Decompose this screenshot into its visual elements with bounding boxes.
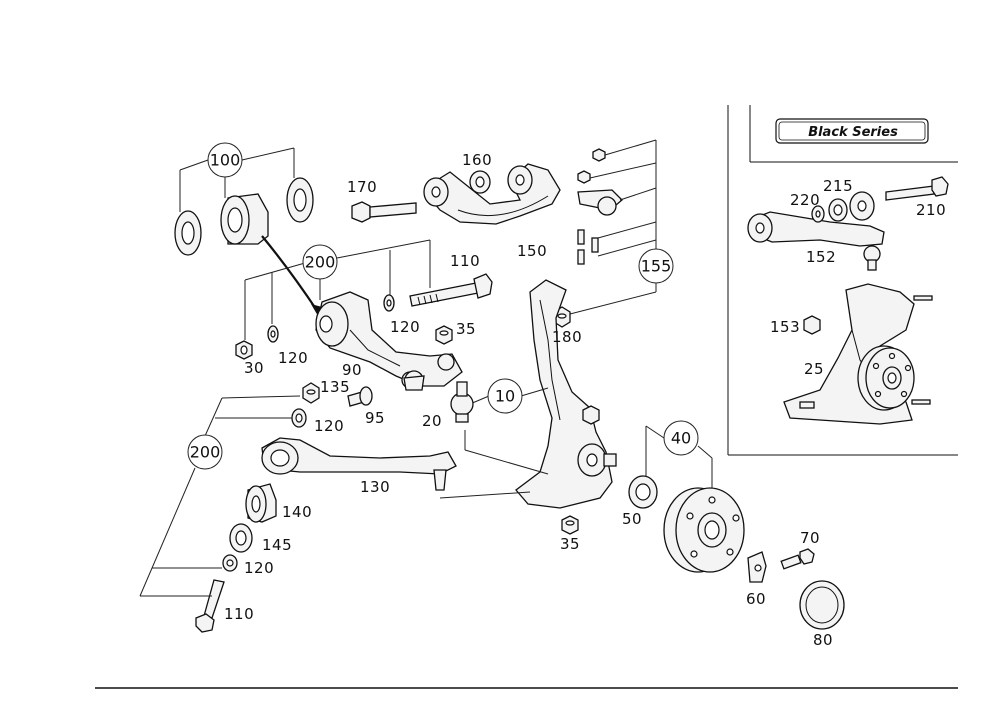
callout-155-leaders [569,139,657,315]
part-120-washer-b [267,325,279,343]
part-90-balljoint [403,370,425,391]
label-80: 80 [813,631,833,649]
part-135-nut [302,382,320,404]
part-120-washer-a [383,294,395,312]
part-100-washer-left [174,210,202,256]
label-120a: 120 [390,318,420,336]
part-100-bushing [220,193,269,245]
callout-10: 10 [487,378,523,414]
part-110-bolt-a [409,273,493,307]
label-140: 140 [282,503,312,521]
part-80-cap [799,580,845,630]
part-50-seal [628,475,658,509]
label-180: 180 [552,328,582,346]
callout-40-leaders [645,425,713,488]
callout-40-text: 40 [671,429,691,448]
label-130: 130 [360,478,390,496]
label-153: 153 [770,318,800,336]
inset-knuckle [783,283,933,425]
label-120c: 120 [314,417,344,435]
label-145: 145 [262,536,292,554]
callout-200b-leaders [139,395,301,597]
part-35-nut-a [435,325,453,345]
callout-40: 40 [663,420,699,456]
part-95-bolt [347,386,373,407]
label-30: 30 [244,359,264,377]
inset-part-153-nut [803,315,821,335]
label-220: 220 [790,191,820,209]
inset-upper-arm [747,211,885,271]
callout-155: 155 [638,248,674,284]
callout-155-text: 155 [641,257,672,276]
label-25: 25 [804,360,824,378]
callout-200b-text: 200 [190,443,221,462]
upper-control-arm [423,163,561,225]
callout-200a-leaders [244,239,431,340]
steering-knuckle [515,279,617,509]
part-100-washer-right [286,177,314,223]
label-95: 95 [365,409,385,427]
callout-100: 100 [207,142,243,178]
label-135: 135 [320,378,350,396]
part-30-nut [235,340,253,360]
wheel-hub [663,487,745,573]
part-120-washer-c [291,408,307,428]
label-20: 20 [422,412,442,430]
callout-200b: 200 [187,434,223,470]
label-60: 60 [746,590,766,608]
part-140-bushing [245,483,277,523]
callout-100-leaders [179,147,295,212]
inset-pivot-end [849,191,875,221]
label-210: 210 [916,201,946,219]
part-60-bracket [747,551,767,583]
part-145-washer [229,523,253,553]
inset-part-215-bushing [828,198,848,222]
callout-200a-text: 200 [305,253,336,272]
label-170: 170 [347,178,377,196]
label-90: 90 [342,361,362,379]
label-35a: 35 [456,320,476,338]
lower-control-arm [315,291,463,389]
part-70-screw [780,548,815,570]
label-120d: 120 [244,559,274,577]
inset-frame [727,105,958,456]
callout-100-text: 100 [210,151,241,170]
part-160-bushing [469,170,491,194]
assembly-arrow [261,235,319,313]
part-110-bolt-b [195,579,225,633]
label-152: 152 [806,248,836,266]
label-150: 150 [517,242,547,260]
label-160: 160 [462,151,492,169]
label-70: 70 [800,529,820,547]
part-120-washer-d [222,554,238,572]
thrust-arm [261,437,457,491]
label-215: 215 [823,177,853,195]
callout-10-leaders [439,387,549,499]
inset-part-220-washer [811,205,825,223]
black-series-label: Black Series [808,125,898,140]
part-155-hardware [577,148,606,265]
label-110a: 110 [450,252,480,270]
black-series-badge: Black Series [775,118,929,144]
part-170-bolt [351,201,417,223]
inset-hub [857,345,915,411]
callout-10-text: 10 [495,387,515,406]
part-35-nut-b [561,515,579,535]
label-120b: 120 [278,349,308,367]
part-20-balljoint [450,381,474,423]
callout-200a: 200 [302,244,338,280]
part-labels: 170 160 150 110 120 35 180 30 120 90 135… [224,151,946,649]
label-110b: 110 [224,605,254,623]
label-35b: 35 [560,535,580,553]
inset-part-210-bolt [885,176,949,201]
label-50: 50 [622,510,642,528]
upper-balljoint [577,189,623,216]
